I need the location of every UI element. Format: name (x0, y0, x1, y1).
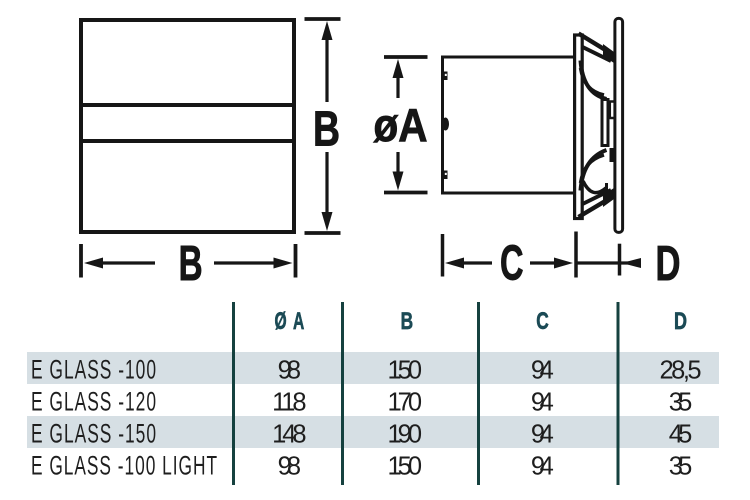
svg-text:C: C (500, 236, 524, 291)
svg-text:28,5: 28,5 (660, 357, 705, 385)
svg-text:B: B (179, 236, 203, 291)
svg-text:B: B (401, 308, 414, 335)
svg-text:150: 150 (388, 357, 425, 385)
svg-text:C: C (536, 308, 549, 335)
svg-text:150: 150 (388, 453, 425, 481)
svg-text:E GLASS -150: E GLASS -150 (31, 419, 157, 449)
svg-text:190: 190 (388, 421, 425, 449)
svg-text:94: 94 (531, 421, 557, 449)
svg-text:98: 98 (278, 453, 304, 481)
svg-text:øA: øA (374, 99, 428, 151)
svg-text:D: D (674, 308, 687, 335)
svg-text:94: 94 (531, 389, 557, 417)
svg-text:94: 94 (531, 453, 557, 481)
svg-text:118: 118 (272, 389, 309, 417)
svg-text:170: 170 (388, 389, 425, 417)
svg-text:94: 94 (531, 357, 557, 385)
svg-text:E GLASS -120: E GLASS -120 (31, 387, 157, 417)
svg-text:B: B (313, 102, 340, 157)
svg-text:35: 35 (669, 453, 695, 481)
svg-text:E GLASS -100 LIGHT: E GLASS -100 LIGHT (31, 451, 218, 481)
svg-text:Ø A: Ø A (275, 308, 306, 335)
svg-text:35: 35 (669, 389, 695, 417)
svg-text:D: D (656, 236, 681, 291)
svg-text:45: 45 (669, 421, 695, 449)
svg-text:148: 148 (272, 421, 309, 449)
svg-text:E GLASS -100: E GLASS -100 (31, 355, 157, 385)
svg-text:98: 98 (278, 357, 304, 385)
